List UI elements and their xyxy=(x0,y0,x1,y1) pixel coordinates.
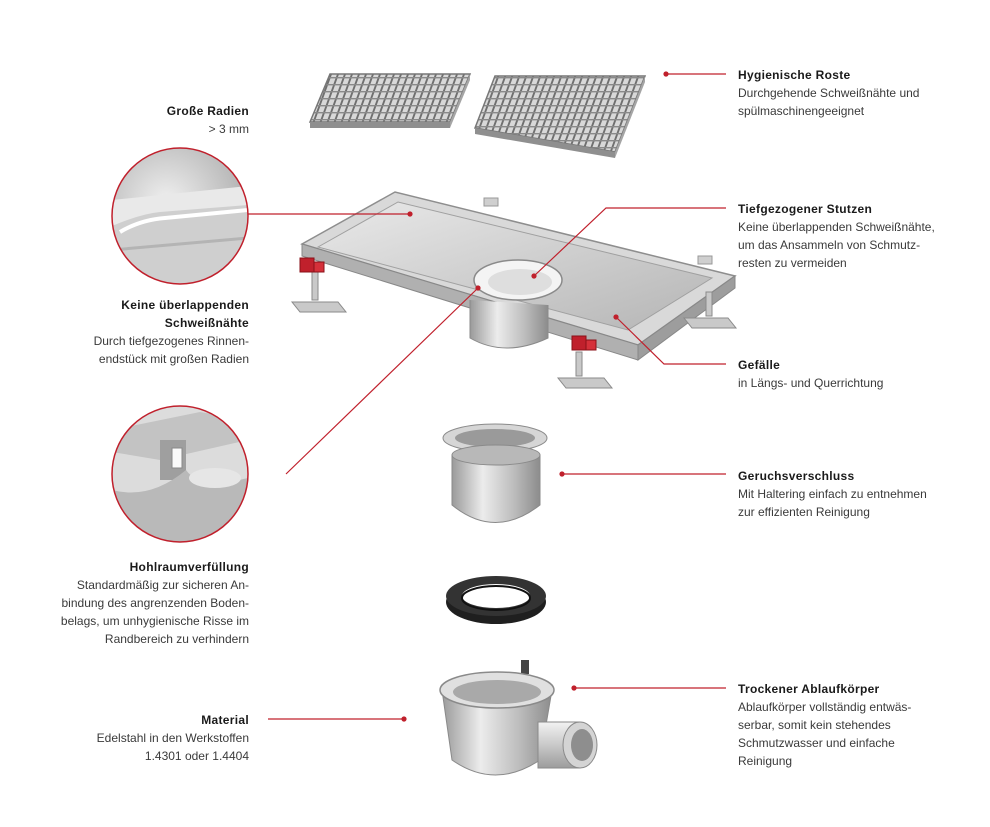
zoom-circle-radii xyxy=(111,147,249,285)
retaining-ring xyxy=(446,576,546,624)
callout-cavity-filling: Hohlraumverfüllung Standardmäßig zur sic… xyxy=(61,558,249,648)
callout-body: in Längs- und Querrichtung xyxy=(738,376,884,390)
grate-left xyxy=(308,73,472,128)
callout-body: Ablaufkörper vollständig entwäs- serbar,… xyxy=(738,700,912,768)
callout-body: Durchgehende Schweißnähte und spülmaschi… xyxy=(738,86,920,118)
callout-material: Material Edelstahl in den Werkstoffen 1.… xyxy=(97,711,249,765)
callout-title: Geruchsverschluss xyxy=(738,469,855,483)
callout-odour-trap: Geruchsverschluss Mit Haltering einfach … xyxy=(738,467,927,521)
callout-body: Durch tiefgezogenes Rinnen- endstück mit… xyxy=(93,334,249,366)
callout-body: > 3 mm xyxy=(208,122,249,136)
zoom-circle-weld xyxy=(111,405,249,543)
callout-body: Standardmäßig zur sicheren An- bindung d… xyxy=(60,578,249,646)
callout-title: Gefälle xyxy=(738,358,781,372)
drain-channel xyxy=(290,191,738,389)
callout-title: Tiefgezogener Stutzen xyxy=(738,202,873,216)
leader-lines xyxy=(248,71,726,722)
drain-body xyxy=(439,660,598,776)
callout-deep-drawn-stub: Tiefgezogener Stutzen Keine überlappende… xyxy=(738,200,935,272)
callout-title: Keine überlappenden Schweißnähte xyxy=(121,298,249,330)
odour-trap xyxy=(442,423,548,523)
callout-title: Trockener Ablaufkörper xyxy=(738,682,880,696)
callout-dry-drain-body: Trockener Ablaufkörper Ablaufkörper voll… xyxy=(738,680,911,770)
callout-body: Keine überlappenden Schweißnähte, um das… xyxy=(738,220,935,270)
callout-title: Große Radien xyxy=(166,104,249,118)
callout-body: Edelstahl in den Werkstoffen 1.4301 oder… xyxy=(96,731,249,763)
callout-large-radii: Große Radien > 3 mm xyxy=(167,102,249,138)
callout-hygienic-grates: Hygienische Roste Durchgehende Schweißnä… xyxy=(738,66,919,120)
callout-body: Mit Haltering einfach zu entnehmen zur e… xyxy=(738,487,927,519)
grate-right xyxy=(473,75,647,158)
callout-slope: Gefälle in Längs- und Querrichtung xyxy=(738,356,883,392)
callout-title: Hohlraumverfüllung xyxy=(129,560,249,574)
callout-no-overlapping-welds: Keine überlappenden Schweißnähte Durch t… xyxy=(94,296,249,368)
callout-title: Material xyxy=(201,713,249,727)
callout-title: Hygienische Roste xyxy=(738,68,851,82)
